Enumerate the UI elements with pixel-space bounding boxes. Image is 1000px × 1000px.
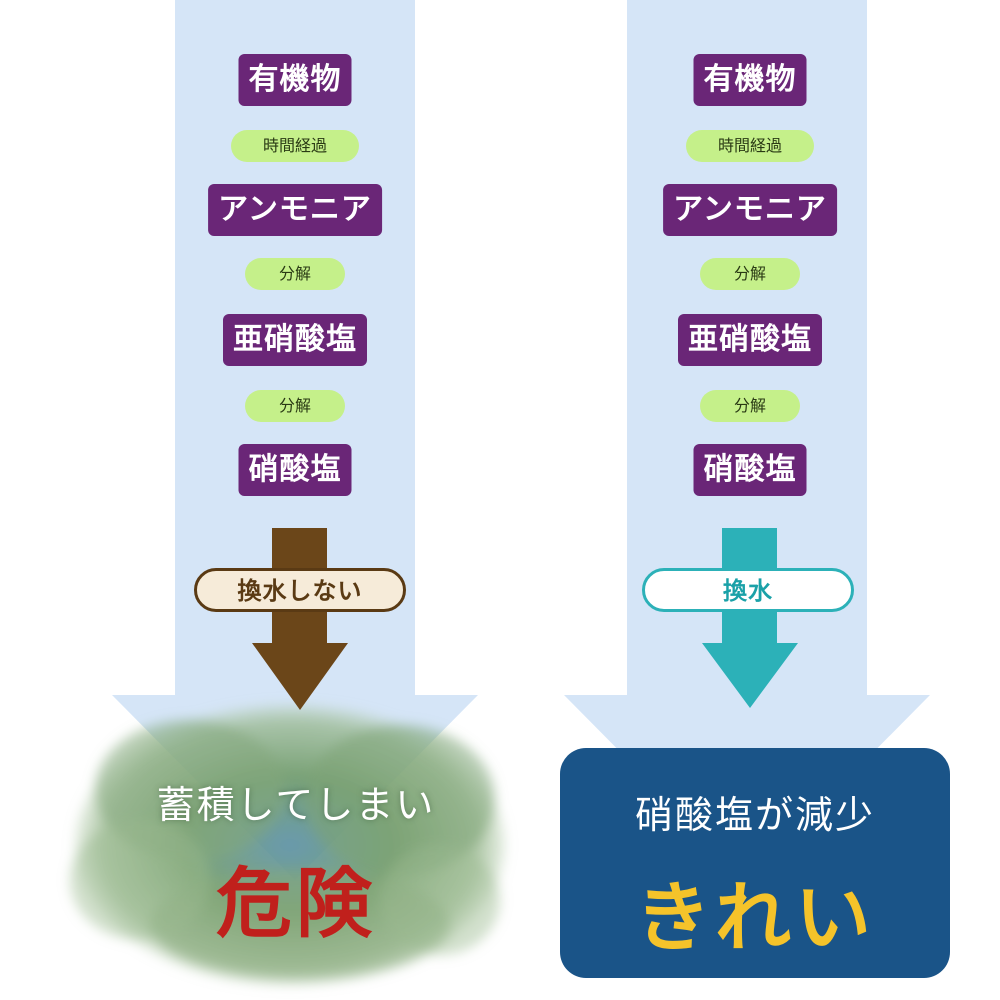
- clean-result-box: [560, 748, 950, 978]
- transition-decompose-2: 分解: [700, 390, 800, 422]
- right-column: 有機物 時間経過 アンモニア 分解 亜硝酸塩 分解 硝酸塩: [540, 0, 960, 1000]
- danger-cloud: [70, 705, 505, 985]
- transition-decompose-2: 分解: [245, 390, 345, 422]
- right-flow-arrow: [564, 0, 930, 880]
- transition-decompose-1: 分解: [700, 258, 800, 290]
- right-result-sub: 硝酸塩が減少: [634, 793, 876, 837]
- step-ammonia: アンモニア: [663, 184, 837, 236]
- step-nitrate: 硝酸塩: [238, 444, 352, 496]
- transition-time-elapsed: 時間経過: [686, 130, 814, 162]
- water-change-label: 換水: [642, 568, 854, 612]
- step-nitrite: 亜硝酸塩: [223, 314, 367, 366]
- step-nitrate: 硝酸塩: [693, 444, 807, 496]
- step-organic-matter: 有機物: [693, 54, 807, 106]
- left-result-sub: 蓄積してしまい: [156, 783, 436, 827]
- step-nitrite: 亜硝酸塩: [678, 314, 822, 366]
- step-ammonia: アンモニア: [208, 184, 382, 236]
- danger-label: 危険: [216, 859, 376, 948]
- no-water-change-label: 換水しない: [194, 568, 406, 612]
- clean-label: きれい: [635, 873, 875, 962]
- transition-decompose-1: 分解: [245, 258, 345, 290]
- step-organic-matter: 有機物: [238, 54, 352, 106]
- left-column: 有機物 時間経過 アンモニア 分解 亜硝酸塩 分解 硝酸塩: [85, 0, 505, 1000]
- left-flow-arrow: [112, 0, 478, 880]
- transition-time-elapsed: 時間経過: [231, 130, 359, 162]
